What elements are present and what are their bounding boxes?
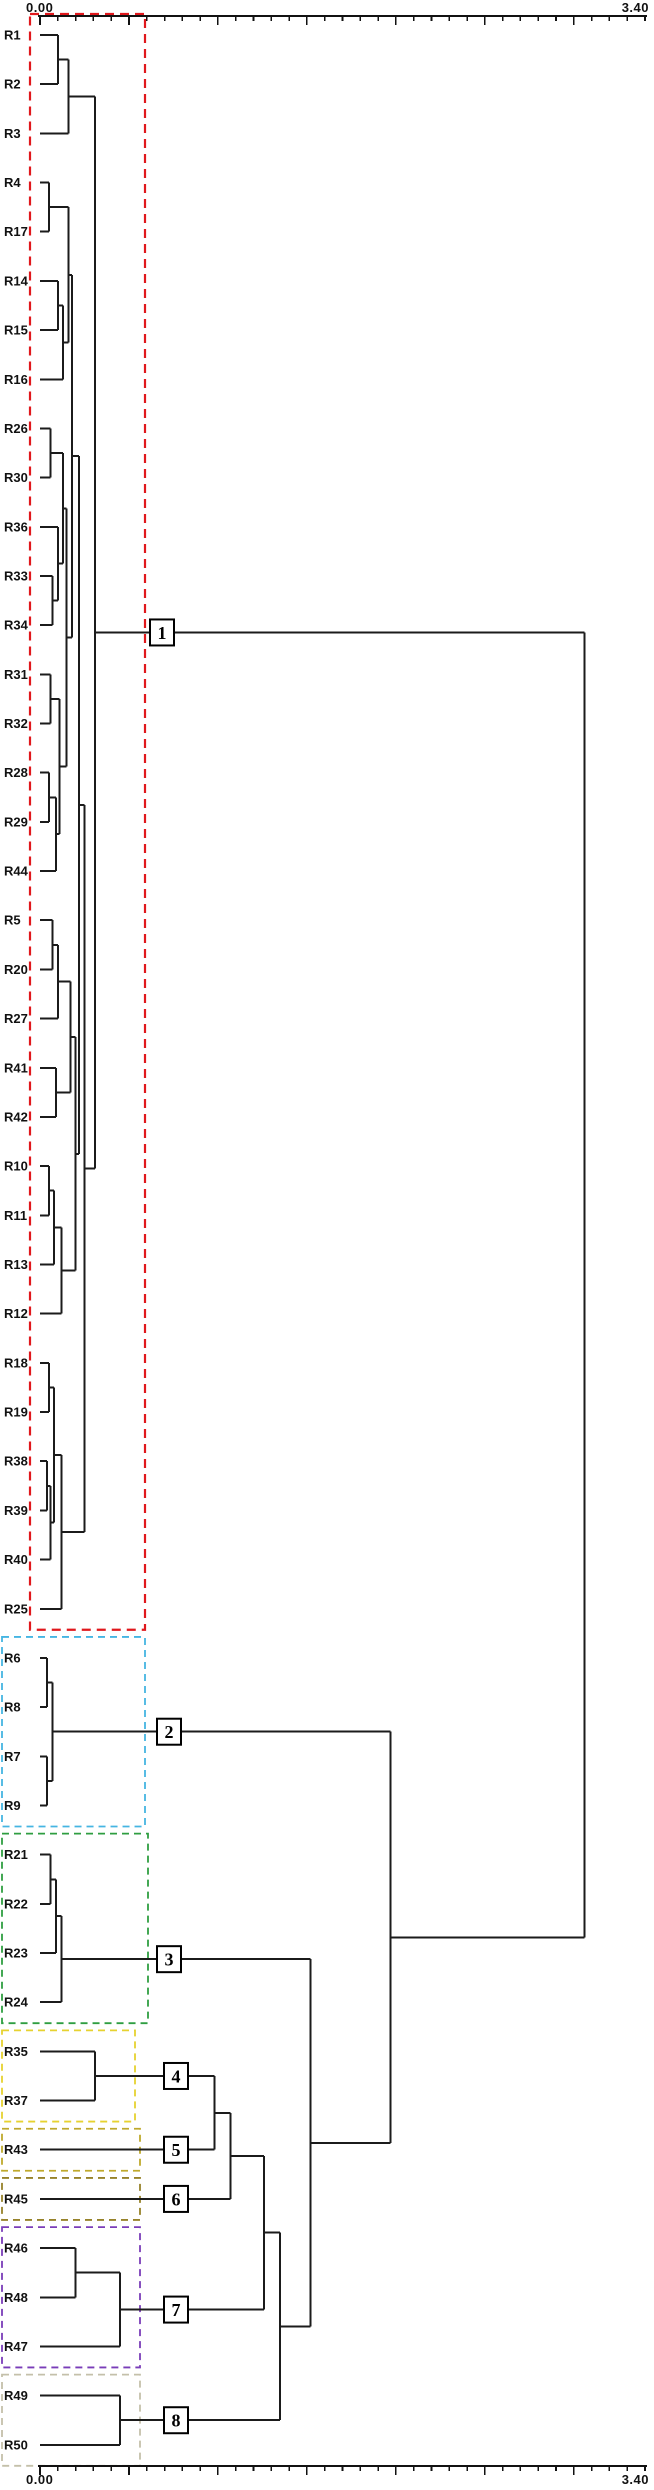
leaf-label: R4	[4, 175, 21, 190]
cluster-label-box-3	[156, 1945, 182, 1974]
cluster-label-6: 6	[172, 2189, 181, 2209]
leaf-label: R34	[4, 618, 29, 633]
leaf-label: R28	[4, 765, 28, 780]
cluster-label-1: 1	[158, 623, 167, 643]
cluster-box-4	[1, 2029, 136, 2123]
leaf-label: R40	[4, 1552, 28, 1567]
leaf-label: R7	[4, 1749, 21, 1764]
leaf-label: R47	[4, 2339, 28, 2354]
axis-top-min-label: 0.00	[26, 0, 54, 15]
cluster-label-box-7	[163, 2295, 189, 2324]
cluster-label-box-2	[156, 1717, 182, 1746]
cluster-box-1	[28, 12, 147, 1631]
cluster-box-2	[1, 1636, 146, 1828]
leaf-label: R44	[4, 864, 29, 879]
leaf-label: R27	[4, 1011, 28, 1026]
cluster-box-3	[1, 1832, 149, 2025]
leaf-label: R21	[4, 1847, 28, 1862]
cluster-label-box-5	[163, 2135, 189, 2164]
leaf-label: R13	[4, 1257, 28, 1272]
cluster-label-box-8	[163, 2406, 189, 2435]
leaf-label: R8	[4, 1700, 21, 1715]
leaf-label: R20	[4, 962, 28, 977]
leaf-label: R1	[4, 28, 21, 43]
leaf-label: R10	[4, 1159, 28, 1174]
leaf-label: R31	[4, 667, 28, 682]
leaf-label: R43	[4, 2142, 28, 2157]
leaf-label: R25	[4, 1601, 28, 1616]
leaf-label: R48	[4, 2290, 28, 2305]
leaf-label: R32	[4, 716, 28, 731]
leaf-label: R9	[4, 1798, 21, 1813]
leaf-label: R22	[4, 1896, 28, 1911]
leaf-label: R30	[4, 470, 28, 485]
axis-top-max-label: 3.40	[621, 0, 649, 15]
cluster-label-box-1	[149, 618, 175, 647]
leaf-label: R41	[4, 1060, 28, 1075]
leaf-label: R12	[4, 1306, 28, 1321]
leaf-label: R24	[4, 1995, 29, 2010]
cluster-label-2: 2	[165, 1722, 174, 1742]
cluster-label-5: 5	[172, 2140, 181, 2160]
cluster-label-3: 3	[165, 1950, 174, 1970]
leaf-label: R18	[4, 1355, 28, 1370]
leaf-label: R42	[4, 1109, 28, 1124]
cluster-label-4: 4	[172, 2066, 181, 2086]
leaf-label: R45	[4, 2191, 28, 2206]
leaf-label: R49	[4, 2388, 28, 2403]
leaf-label: R11	[4, 1208, 27, 1223]
leaf-label: R46	[4, 2241, 28, 2256]
leaf-label: R39	[4, 1503, 28, 1518]
leaf-label: R6	[4, 1650, 21, 1665]
leaf-label: R29	[4, 814, 28, 829]
cluster-label-8: 8	[172, 2411, 181, 2431]
leaf-label: R23	[4, 1946, 28, 1961]
cluster-label-box-4	[163, 2061, 189, 2090]
leaf-label: R3	[4, 126, 21, 141]
leaf-label: R14	[4, 273, 29, 288]
leaf-label: R33	[4, 568, 28, 583]
leaf-label: R2	[4, 77, 21, 92]
leaf-label: R50	[4, 2437, 28, 2452]
leaf-label: R36	[4, 519, 28, 534]
axis-bottom-min-label: 0.00	[26, 2472, 54, 2487]
cluster-label-7: 7	[172, 2300, 181, 2320]
leaf-label: R38	[4, 1454, 28, 1469]
leaf-label: R17	[4, 224, 28, 239]
leaf-label: R35	[4, 2044, 28, 2059]
leaf-label: R37	[4, 2093, 28, 2108]
leaf-label: R5	[4, 913, 21, 928]
cluster-box-7	[1, 2226, 141, 2369]
leaf-label: R19	[4, 1405, 28, 1420]
leaf-label: R26	[4, 421, 28, 436]
leaf-label: R16	[4, 372, 28, 387]
leaf-label: R15	[4, 323, 28, 338]
cluster-label-box-6	[163, 2184, 189, 2213]
axis-bottom-max-label: 3.40	[621, 2472, 649, 2487]
